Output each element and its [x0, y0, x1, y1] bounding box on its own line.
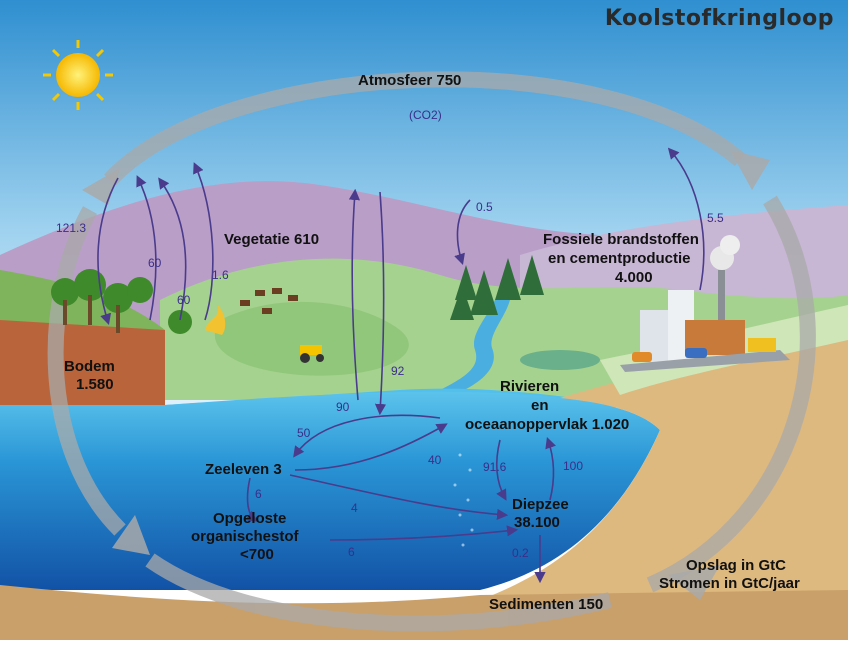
dissolved-label-line2: organischestof: [191, 528, 299, 545]
co2-label: CO2: [413, 108, 438, 122]
fossil-label-line3: 4.000: [615, 269, 653, 286]
soil-label-line2: 1.580: [76, 376, 114, 393]
flow-arrow-60b: [158, 177, 187, 321]
marine-life-label: Zeeleven 3: [205, 461, 282, 478]
flow-value-92: 92: [391, 364, 405, 378]
flow-arrow-90: [348, 188, 360, 401]
flow-value-6b: 6: [348, 545, 355, 559]
flow-arrow-0-5: [454, 199, 471, 266]
rivers-label-line3: oceaanoppervlak 1.020: [465, 416, 630, 433]
flow-value-6a: 6: [255, 487, 262, 501]
flow-value-60b: 60: [177, 293, 191, 307]
flow-value-121-3: 121.3: [56, 221, 87, 235]
deep-sea-label-line1: Diepzee: [512, 496, 569, 513]
flow-arrow-91-6: [495, 439, 507, 501]
fire-icon: [205, 305, 226, 335]
vegetation-label: Vegetatie 610: [224, 231, 320, 248]
cycle-ring: [47, 71, 816, 632]
flow-value-60a: 60: [148, 256, 162, 270]
sinking-particles: [453, 453, 474, 547]
diagram-title: Koolstofkringloop: [604, 6, 834, 31]
legend-storage: Opslag in GtC: [686, 557, 787, 574]
factory-icon: [620, 235, 790, 372]
pine-trees-icon: [450, 255, 544, 320]
tractor-icon: [300, 345, 324, 363]
flow-arrow-6b: [329, 525, 519, 541]
flow-arrow-121: [97, 177, 119, 326]
marsh-icon: [520, 350, 600, 370]
flow-arrow-40: [294, 423, 448, 471]
soil-label-line1: Bodem: [64, 358, 115, 375]
flow-value-0-5: 0.5: [476, 200, 493, 214]
fossil-label-line2: en cementproductie: [548, 250, 691, 267]
far-hills: [520, 205, 848, 300]
cattle-icons: [240, 288, 298, 314]
flow-arrows: [97, 147, 705, 584]
rivers-label-line2: en: [531, 397, 549, 414]
flow-value-90: 90: [336, 400, 350, 414]
seabed: [0, 585, 848, 640]
flow-value-50: 50: [297, 426, 311, 440]
atmosphere-label: Atmosfeer 750: [358, 72, 462, 89]
river: [440, 300, 510, 392]
sun-icon: [43, 40, 113, 110]
dissolved-label-line3: <700: [240, 546, 274, 563]
flow-value-91-6: 91.6: [483, 460, 507, 474]
flow-arrow-1-6: [193, 162, 214, 321]
flow-value-5-5: 5.5: [707, 211, 724, 225]
flow-arrow-4: [289, 474, 509, 520]
rivers-label-line1: Rivieren: [500, 378, 560, 395]
flow-value-1-6: 1.6: [212, 268, 229, 282]
flow-value-100: 100: [563, 459, 584, 473]
field: [214, 301, 409, 376]
legend-flows: Stromen in GtC/jaar: [659, 575, 800, 592]
cycle-arrowheads: [82, 150, 770, 600]
flow-arrow-6a: [245, 477, 258, 522]
flow-value-40: 40: [428, 453, 442, 467]
flow-arrow-50: [293, 414, 441, 458]
deep-sea-label-line2: 38.100: [514, 514, 560, 531]
sediments-label: Sedimenten 150: [489, 596, 604, 613]
soil-top: [0, 270, 165, 330]
front-face: [0, 640, 848, 659]
co2-icon: (CO2): [409, 108, 442, 122]
ocean-body: [0, 391, 660, 590]
flow-arrow-60a: [136, 175, 157, 321]
sand-bank: [480, 330, 848, 600]
fossil-label-line1: Fossiele brandstoffen: [543, 231, 699, 248]
flow-value-4: 4: [351, 501, 358, 515]
tree-icons-left: [51, 269, 192, 334]
flow-arrow-100: [545, 436, 556, 501]
flow-value-0-2: 0.2: [512, 546, 529, 560]
flow-arrow-92: [374, 191, 387, 416]
dissolved-label-line1: Opgeloste: [213, 510, 287, 527]
flow-arrow-5-5: [667, 147, 705, 291]
